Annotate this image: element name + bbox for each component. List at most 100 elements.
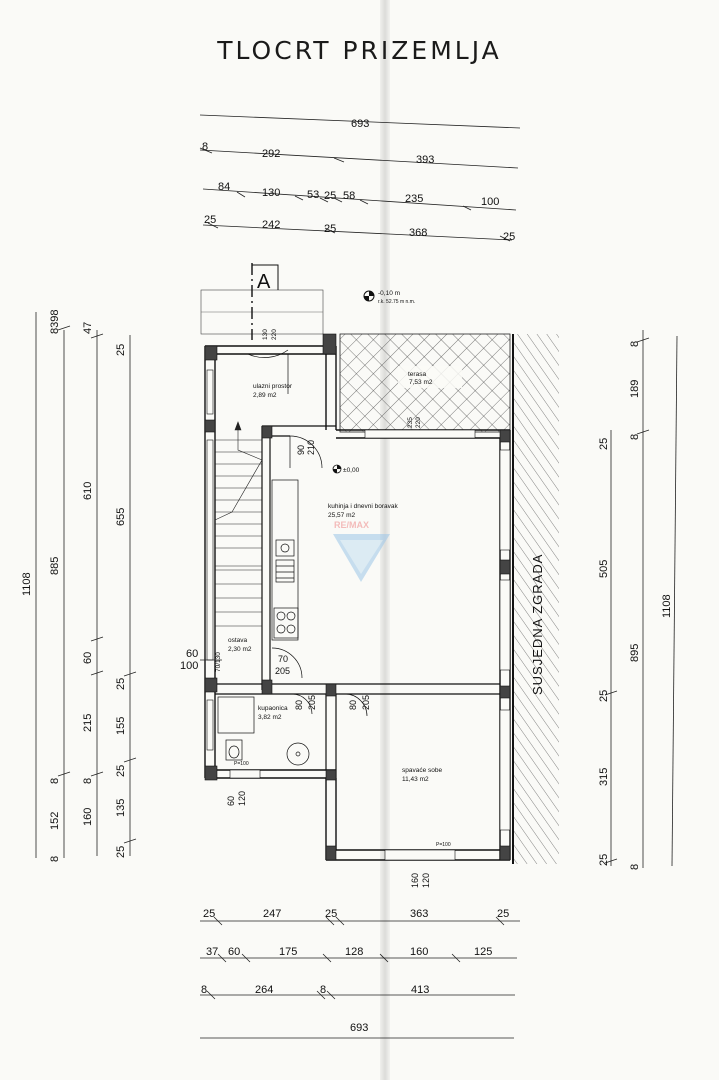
terrace-area: 7,53 m2 bbox=[409, 379, 433, 386]
dim-bot-25b: 25 bbox=[325, 908, 337, 920]
dim-bot-413: 413 bbox=[411, 984, 429, 996]
dim-bot-125: 125 bbox=[474, 946, 492, 958]
room-storage-area: 2,30 m2 bbox=[228, 646, 252, 653]
dim-left-610: 610 bbox=[82, 482, 94, 500]
right-dimension-text: 8 189 8 25 505 895 25 315 25 8 1108 bbox=[598, 341, 673, 870]
dim-top-100: 100 bbox=[481, 196, 499, 208]
dim-bot-60: 60 bbox=[228, 946, 240, 958]
section-marker-a: A bbox=[251, 263, 279, 340]
dim-top-8: 8 bbox=[202, 141, 208, 153]
level-exterior-abs: r.k. 52.75 m n.m. bbox=[378, 299, 415, 305]
opening-bed-w: 80 bbox=[348, 700, 358, 710]
room-bedroom-name: spavaće sobe bbox=[402, 767, 442, 774]
room-bedroom-area: 11,43 m2 bbox=[402, 776, 429, 783]
opening-terrace-w: 235 bbox=[407, 417, 414, 428]
windows bbox=[206, 369, 511, 861]
dim-bot-247: 247 bbox=[263, 908, 281, 920]
opening-terrace-h: 220 bbox=[415, 417, 422, 428]
dim-left-25c: 25 bbox=[115, 765, 127, 777]
opening-sizes: 130 220 90 210 235 220 70 205 70/130 80 … bbox=[215, 329, 451, 888]
dim-top-25a: 25 bbox=[324, 190, 336, 202]
dim-top-25c: 25 bbox=[324, 223, 336, 235]
structural-columns bbox=[204, 333, 511, 861]
dim-left-215: 215 bbox=[82, 714, 94, 732]
dim-left-25d: 25 bbox=[115, 846, 127, 858]
dim-left-8398: 8398 bbox=[49, 310, 61, 334]
dim-left-155: 155 bbox=[115, 717, 127, 735]
room-bathroom-name: kupaonica bbox=[258, 705, 288, 712]
opening-bathwin-w: 60 bbox=[226, 796, 236, 806]
dim-right-8c: 8 bbox=[629, 864, 641, 870]
kitchen-counter bbox=[271, 479, 299, 641]
dim-top-25d: 25 bbox=[503, 231, 515, 243]
opening-storage-h: 205 bbox=[275, 666, 290, 676]
opening-bedwin-h: 120 bbox=[421, 873, 431, 888]
dim-left-655: 655 bbox=[115, 508, 127, 526]
opening-entry-w: 130 bbox=[262, 329, 269, 340]
opening-kitchen-h: 210 bbox=[306, 440, 316, 455]
parapet-bed: P=100 bbox=[436, 842, 451, 848]
opening-storage-w: 70 bbox=[278, 654, 288, 664]
terrace-label-bg bbox=[398, 366, 462, 388]
neighbour-building-hatch bbox=[513, 334, 559, 864]
room-bathroom-area: 3,82 m2 bbox=[258, 714, 282, 721]
dim-left-885: 885 bbox=[49, 557, 61, 575]
dim-left-25a: 25 bbox=[115, 344, 127, 356]
dim-right-25b: 25 bbox=[598, 690, 610, 702]
dim-right-505: 505 bbox=[598, 560, 610, 578]
dim-bot-363: 363 bbox=[410, 908, 428, 920]
dim-top-393: 393 bbox=[416, 154, 434, 166]
bathroom-fixtures bbox=[217, 696, 310, 766]
opening-bath-h: 205 bbox=[307, 695, 317, 710]
room-kitchen-name: kuhinja i dnevni boravak bbox=[328, 503, 398, 510]
dim-bot-25a: 25 bbox=[203, 908, 215, 920]
level-interior-value: ±0,00 bbox=[343, 467, 360, 474]
dim-top-53: 53 bbox=[307, 189, 319, 201]
dim-bot-8b: 8 bbox=[320, 984, 326, 996]
parapet-bath: P=100 bbox=[234, 761, 249, 767]
dim-top-242: 242 bbox=[262, 219, 280, 231]
room-labels: ulazni prostor 2,89 m2 kuhinja i dnevni … bbox=[228, 383, 442, 783]
room-entry-area: 2,89 m2 bbox=[253, 392, 277, 399]
opening-bathwin-h: 120 bbox=[237, 791, 247, 806]
dim-right-895: 895 bbox=[629, 644, 641, 662]
dim-bot-total: 693 bbox=[350, 1022, 368, 1034]
dim-top-130: 130 bbox=[262, 187, 280, 199]
dim-top-total: 693 bbox=[351, 118, 369, 130]
dim-bot-264: 264 bbox=[255, 984, 273, 996]
dim-top-368: 368 bbox=[409, 227, 427, 239]
top-dimension-lines bbox=[199, 114, 521, 242]
plan-title: TLOCRT PRIZEMLJA bbox=[217, 36, 502, 65]
dim-storage-60: 60 bbox=[186, 648, 198, 660]
opening-kitchen-w: 90 bbox=[296, 445, 306, 455]
terrace-name: terasa bbox=[408, 371, 426, 378]
watermark-text: RE/MAX bbox=[334, 520, 369, 530]
dim-bot-37: 37 bbox=[206, 946, 218, 958]
dim-right-8a: 8 bbox=[629, 341, 641, 347]
dim-left-160: 160 bbox=[82, 808, 94, 826]
realty-watermark: RE/MAX bbox=[333, 520, 390, 582]
dim-right-1108: 1108 bbox=[661, 594, 673, 618]
left-dimension-lines bbox=[35, 312, 137, 858]
dim-right-189: 189 bbox=[629, 380, 641, 398]
dim-top-25b: 25 bbox=[204, 214, 216, 226]
right-dimension-lines bbox=[604, 330, 678, 868]
room-entry-name: ulazni prostor bbox=[253, 383, 293, 390]
dim-right-25c: 25 bbox=[598, 854, 610, 866]
level-marker-interior: ±0,00 bbox=[332, 464, 360, 474]
dim-bot-128: 128 bbox=[345, 946, 363, 958]
opening-entry-h: 220 bbox=[271, 329, 278, 340]
bottom-dimension-lines bbox=[200, 916, 520, 1039]
dim-left-47: 47 bbox=[82, 322, 94, 334]
level-marker-exterior: -0,10 m r.k. 52.75 m n.m. bbox=[363, 290, 415, 305]
dim-right-25a: 25 bbox=[598, 438, 610, 450]
dim-left-25b: 25 bbox=[115, 678, 127, 690]
dim-right-8b: 8 bbox=[629, 434, 641, 440]
dim-bot-8a: 8 bbox=[201, 984, 207, 996]
dim-left-135: 135 bbox=[115, 799, 127, 817]
dim-left-8d: 8 bbox=[82, 778, 94, 784]
staircase bbox=[214, 421, 263, 627]
dim-top-235: 235 bbox=[405, 193, 423, 205]
